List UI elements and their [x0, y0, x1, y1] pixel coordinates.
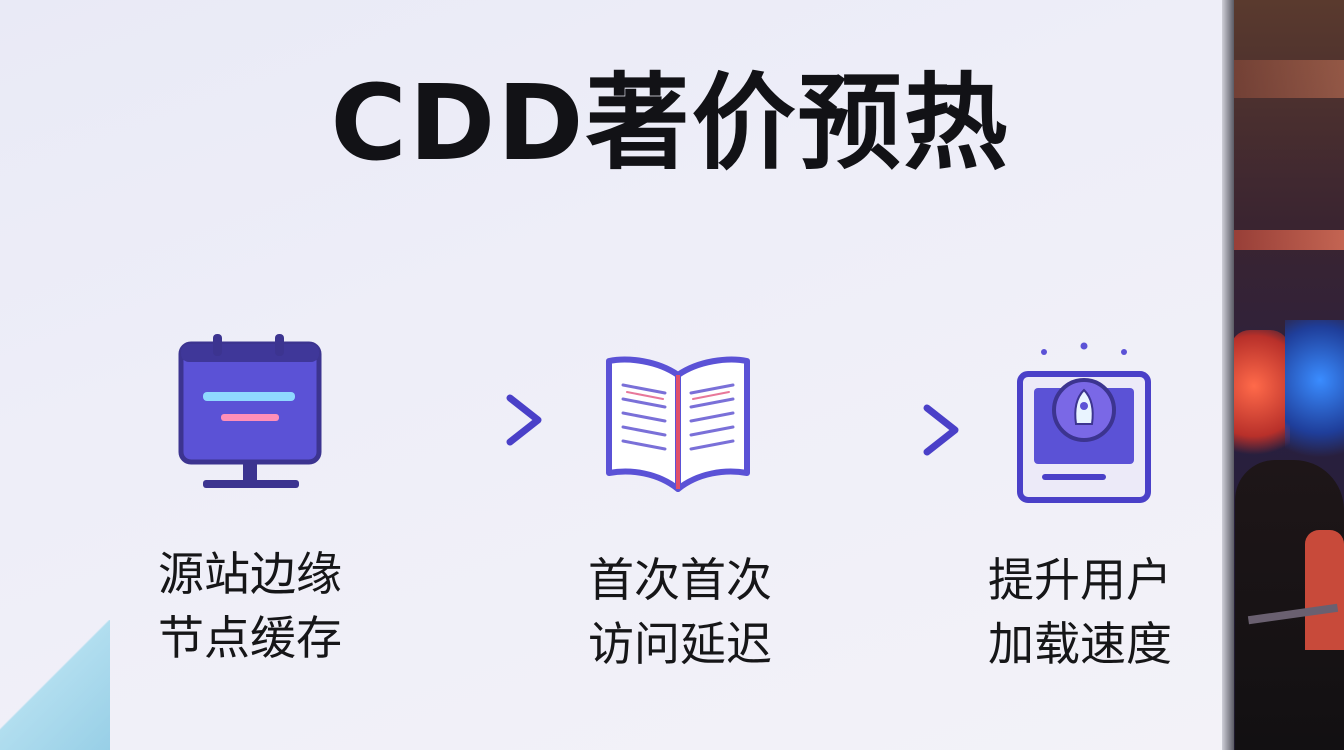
room-light-strip: [1234, 230, 1344, 250]
step-2-line-1: 首次首次: [588, 553, 772, 607]
slide-title: CDD著价预热: [330, 62, 1010, 184]
open-book-icon: [606, 356, 750, 492]
step-1-caption: 源站边缘 节点缓存: [130, 542, 370, 670]
room-light-strip: [1234, 60, 1344, 98]
step-3-caption: 提升用户 加载速度: [955, 548, 1205, 676]
blue-display-glow: [1285, 320, 1344, 470]
step-1-line-2: 节点缓存: [158, 611, 342, 665]
step-1-line-1: 源站边缘: [158, 547, 342, 601]
audience-member: [1305, 530, 1344, 650]
screen-frame: [1222, 0, 1234, 750]
step-2-line-2: 访问延迟: [588, 617, 772, 671]
red-display-glow: [1230, 330, 1290, 470]
arrow-right-icon: [378, 394, 542, 446]
rocket-window-icon: [1017, 342, 1151, 503]
screen-corner-accent: [0, 620, 110, 750]
step-3-line-1: 提升用户: [988, 553, 1172, 607]
arrow-right-icon: [805, 404, 959, 456]
step-2-caption: 首次首次 访问延迟: [555, 548, 805, 676]
step-3-line-2: 加载速度: [988, 617, 1172, 671]
monitor-icon: [178, 334, 322, 488]
